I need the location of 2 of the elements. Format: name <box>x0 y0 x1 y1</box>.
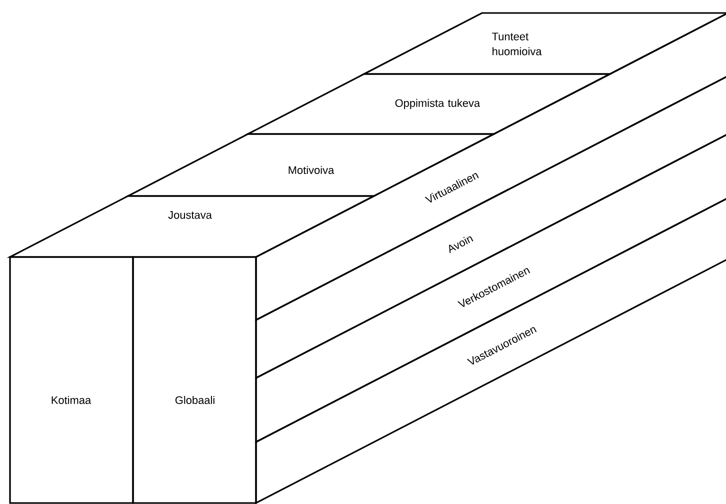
front-panel: Globaali <box>132 256 257 504</box>
front-panel: Kotimaa <box>9 256 134 504</box>
